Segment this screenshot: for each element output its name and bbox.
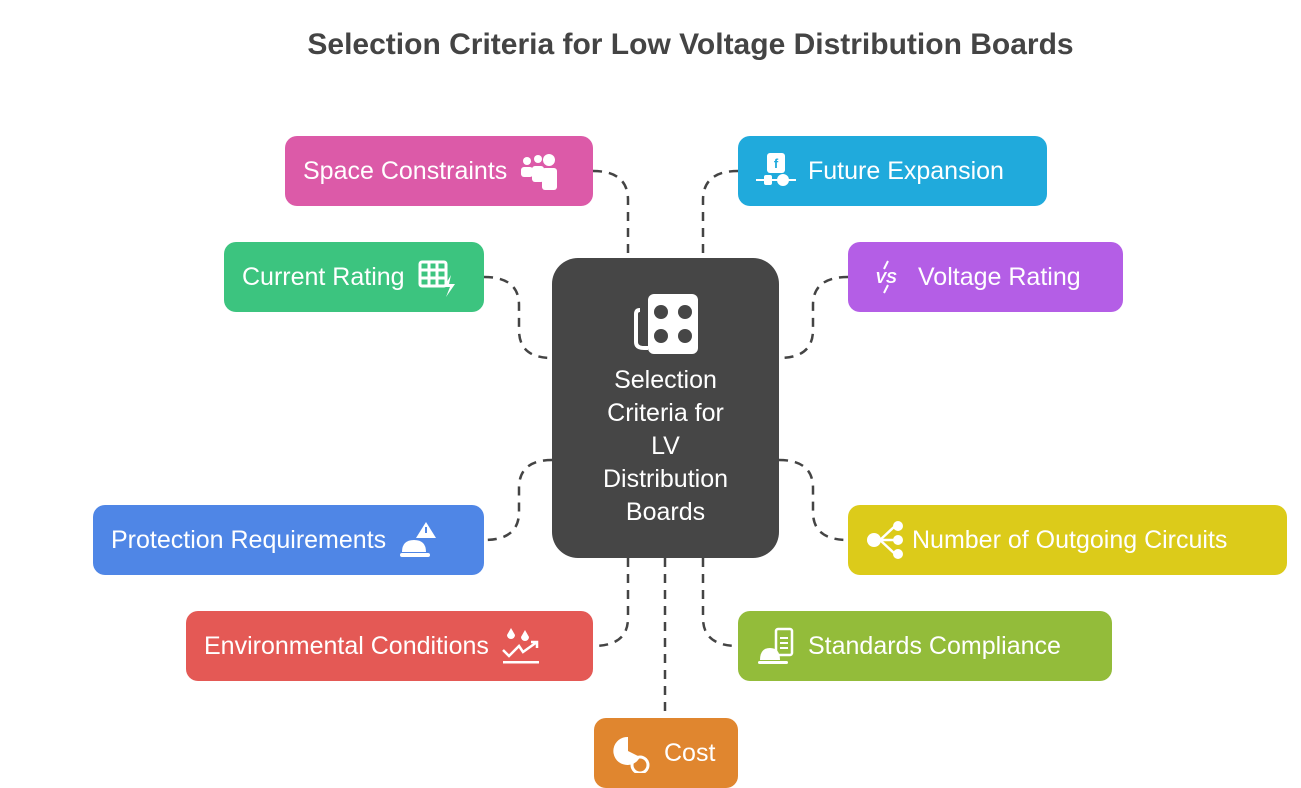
node-environmental-conditions: Environmental Conditions <box>186 611 593 681</box>
vs-icon: VS <box>875 260 897 294</box>
node-standards-compliance: Standards Compliance <box>738 611 1112 681</box>
node-space-constraints: Space Constraints <box>285 136 593 206</box>
node-label: Standards Compliance <box>808 631 1061 660</box>
node-label: Environmental Conditions <box>204 631 489 660</box>
branch-icon <box>867 521 903 559</box>
node-label: Number of Outgoing Circuits <box>912 525 1228 554</box>
node-future-expansion: f Future Expansion <box>738 136 1047 206</box>
central-node: Selection Criteria for LV Distribution B… <box>552 258 779 558</box>
node-label: Cost <box>664 738 716 767</box>
connector-environment <box>592 558 630 648</box>
weather-trend-icon <box>502 628 539 664</box>
people-icon <box>521 154 558 190</box>
center-label-line: Selection <box>614 366 717 394</box>
hardhat-clipboard-icon <box>758 627 794 664</box>
center-label-line: Criteria for <box>607 399 724 427</box>
pie-coin-icon <box>613 736 650 773</box>
table-bolt-icon <box>418 260 455 297</box>
svg-text:VS: VS <box>875 270 897 287</box>
center-label-line: Distribution <box>602 465 729 493</box>
center-label-line: LV <box>651 432 680 460</box>
hardhat-warning-icon <box>400 522 437 557</box>
plug-icon: f <box>756 153 796 186</box>
node-cost: Cost <box>594 718 738 788</box>
node-voltage-rating: VS Voltage Rating <box>848 242 1123 312</box>
node-protection-requirements: Protection Requirements <box>93 505 484 575</box>
connector-future <box>701 169 739 258</box>
node-label: Space Constraints <box>303 156 508 185</box>
connector-standards <box>701 558 739 648</box>
node-label: Voltage Rating <box>918 262 1081 291</box>
diagram-title: Selection Criteria for Low Voltage Distr… <box>307 28 1074 61</box>
connector-space <box>592 169 630 258</box>
node-label: Current Rating <box>242 262 405 291</box>
svg-text:f: f <box>774 156 779 171</box>
connector-protection <box>483 458 553 542</box>
node-current-rating: Current Rating <box>224 242 484 312</box>
connector-current <box>483 275 553 360</box>
node-label: Protection Requirements <box>111 525 387 554</box>
node-number-of-outgoing-circuits: Number of Outgoing Circuits <box>848 505 1287 575</box>
node-label: Future Expansion <box>808 156 1004 185</box>
connectors <box>483 169 849 718</box>
center-label-line: Boards <box>625 498 706 526</box>
power-board-icon <box>634 294 698 354</box>
connector-circuits <box>778 458 849 542</box>
connector-voltage <box>778 275 849 360</box>
